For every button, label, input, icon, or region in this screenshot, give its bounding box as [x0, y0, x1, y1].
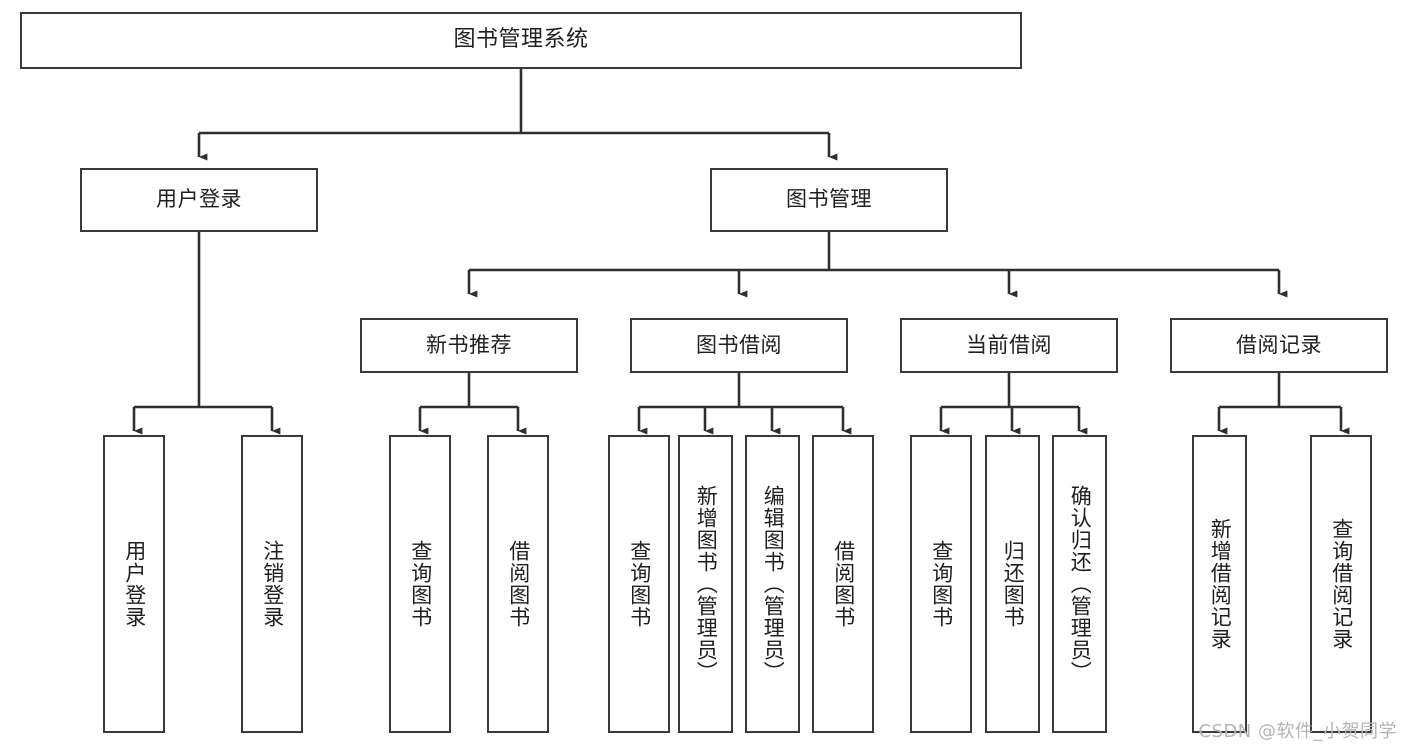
leaf-borrow-book-2-label: 借阅图书: [831, 540, 856, 628]
connector-lines: [132, 69, 1350, 435]
node-new-book-recommend-label: 新书推荐: [426, 332, 512, 357]
leaf-user-login[interactable]: 用户登录: [103, 435, 165, 733]
node-book-borrow-label: 图书借阅: [696, 332, 782, 357]
node-user-login[interactable]: 用户登录: [80, 168, 318, 232]
leaf-logout-label: 注销登录: [260, 540, 285, 628]
leaf-confirm-return[interactable]: 确认归还（管理员）: [1052, 435, 1107, 733]
leaf-add-record-label: 新增借阅记录: [1208, 518, 1233, 650]
leaf-query-book-1[interactable]: 查询图书: [389, 435, 451, 733]
node-root[interactable]: 图书管理系统: [20, 12, 1022, 69]
node-user-login-label: 用户登录: [156, 187, 242, 212]
leaf-return-book[interactable]: 归还图书: [985, 435, 1040, 733]
leaf-query-book-2-label: 查询图书: [627, 540, 652, 628]
leaf-edit-book-label: 编辑图书（管理员）: [761, 485, 786, 683]
leaf-borrow-book-1-label: 借阅图书: [506, 540, 531, 628]
leaf-query-book-3[interactable]: 查询图书: [910, 435, 972, 733]
leaf-query-book-1-label: 查询图书: [408, 540, 433, 628]
leaf-query-book-3-label: 查询图书: [929, 540, 954, 628]
node-book-borrow[interactable]: 图书借阅: [630, 318, 848, 373]
leaf-borrow-book-1[interactable]: 借阅图书: [487, 435, 549, 733]
node-new-book-recommend[interactable]: 新书推荐: [360, 318, 578, 373]
leaf-return-book-label: 归还图书: [1001, 540, 1026, 628]
node-current-borrow[interactable]: 当前借阅: [900, 318, 1118, 373]
leaf-query-record[interactable]: 查询借阅记录: [1310, 435, 1372, 733]
leaf-edit-book[interactable]: 编辑图书（管理员）: [745, 435, 800, 733]
node-borrow-record[interactable]: 借阅记录: [1170, 318, 1388, 373]
node-borrow-record-label: 借阅记录: [1236, 332, 1322, 357]
leaf-add-book-label: 新增图书（管理员）: [694, 485, 719, 683]
leaf-borrow-book-2[interactable]: 借阅图书: [812, 435, 874, 733]
node-book-manage-label: 图书管理: [786, 187, 872, 212]
leaf-add-book[interactable]: 新增图书（管理员）: [678, 435, 733, 733]
leaf-user-login-label: 用户登录: [122, 540, 147, 628]
leaf-add-record[interactable]: 新增借阅记录: [1192, 435, 1247, 733]
leaf-logout[interactable]: 注销登录: [241, 435, 303, 733]
node-book-manage[interactable]: 图书管理: [710, 168, 948, 232]
watermark: CSDN @软件_小贺同学: [1198, 721, 1397, 742]
node-root-label: 图书管理系统: [453, 27, 589, 53]
node-current-borrow-label: 当前借阅: [966, 332, 1052, 357]
leaf-confirm-return-label: 确认归还（管理员）: [1068, 485, 1093, 683]
leaf-query-book-2[interactable]: 查询图书: [608, 435, 670, 733]
leaf-query-record-label: 查询借阅记录: [1329, 518, 1354, 650]
